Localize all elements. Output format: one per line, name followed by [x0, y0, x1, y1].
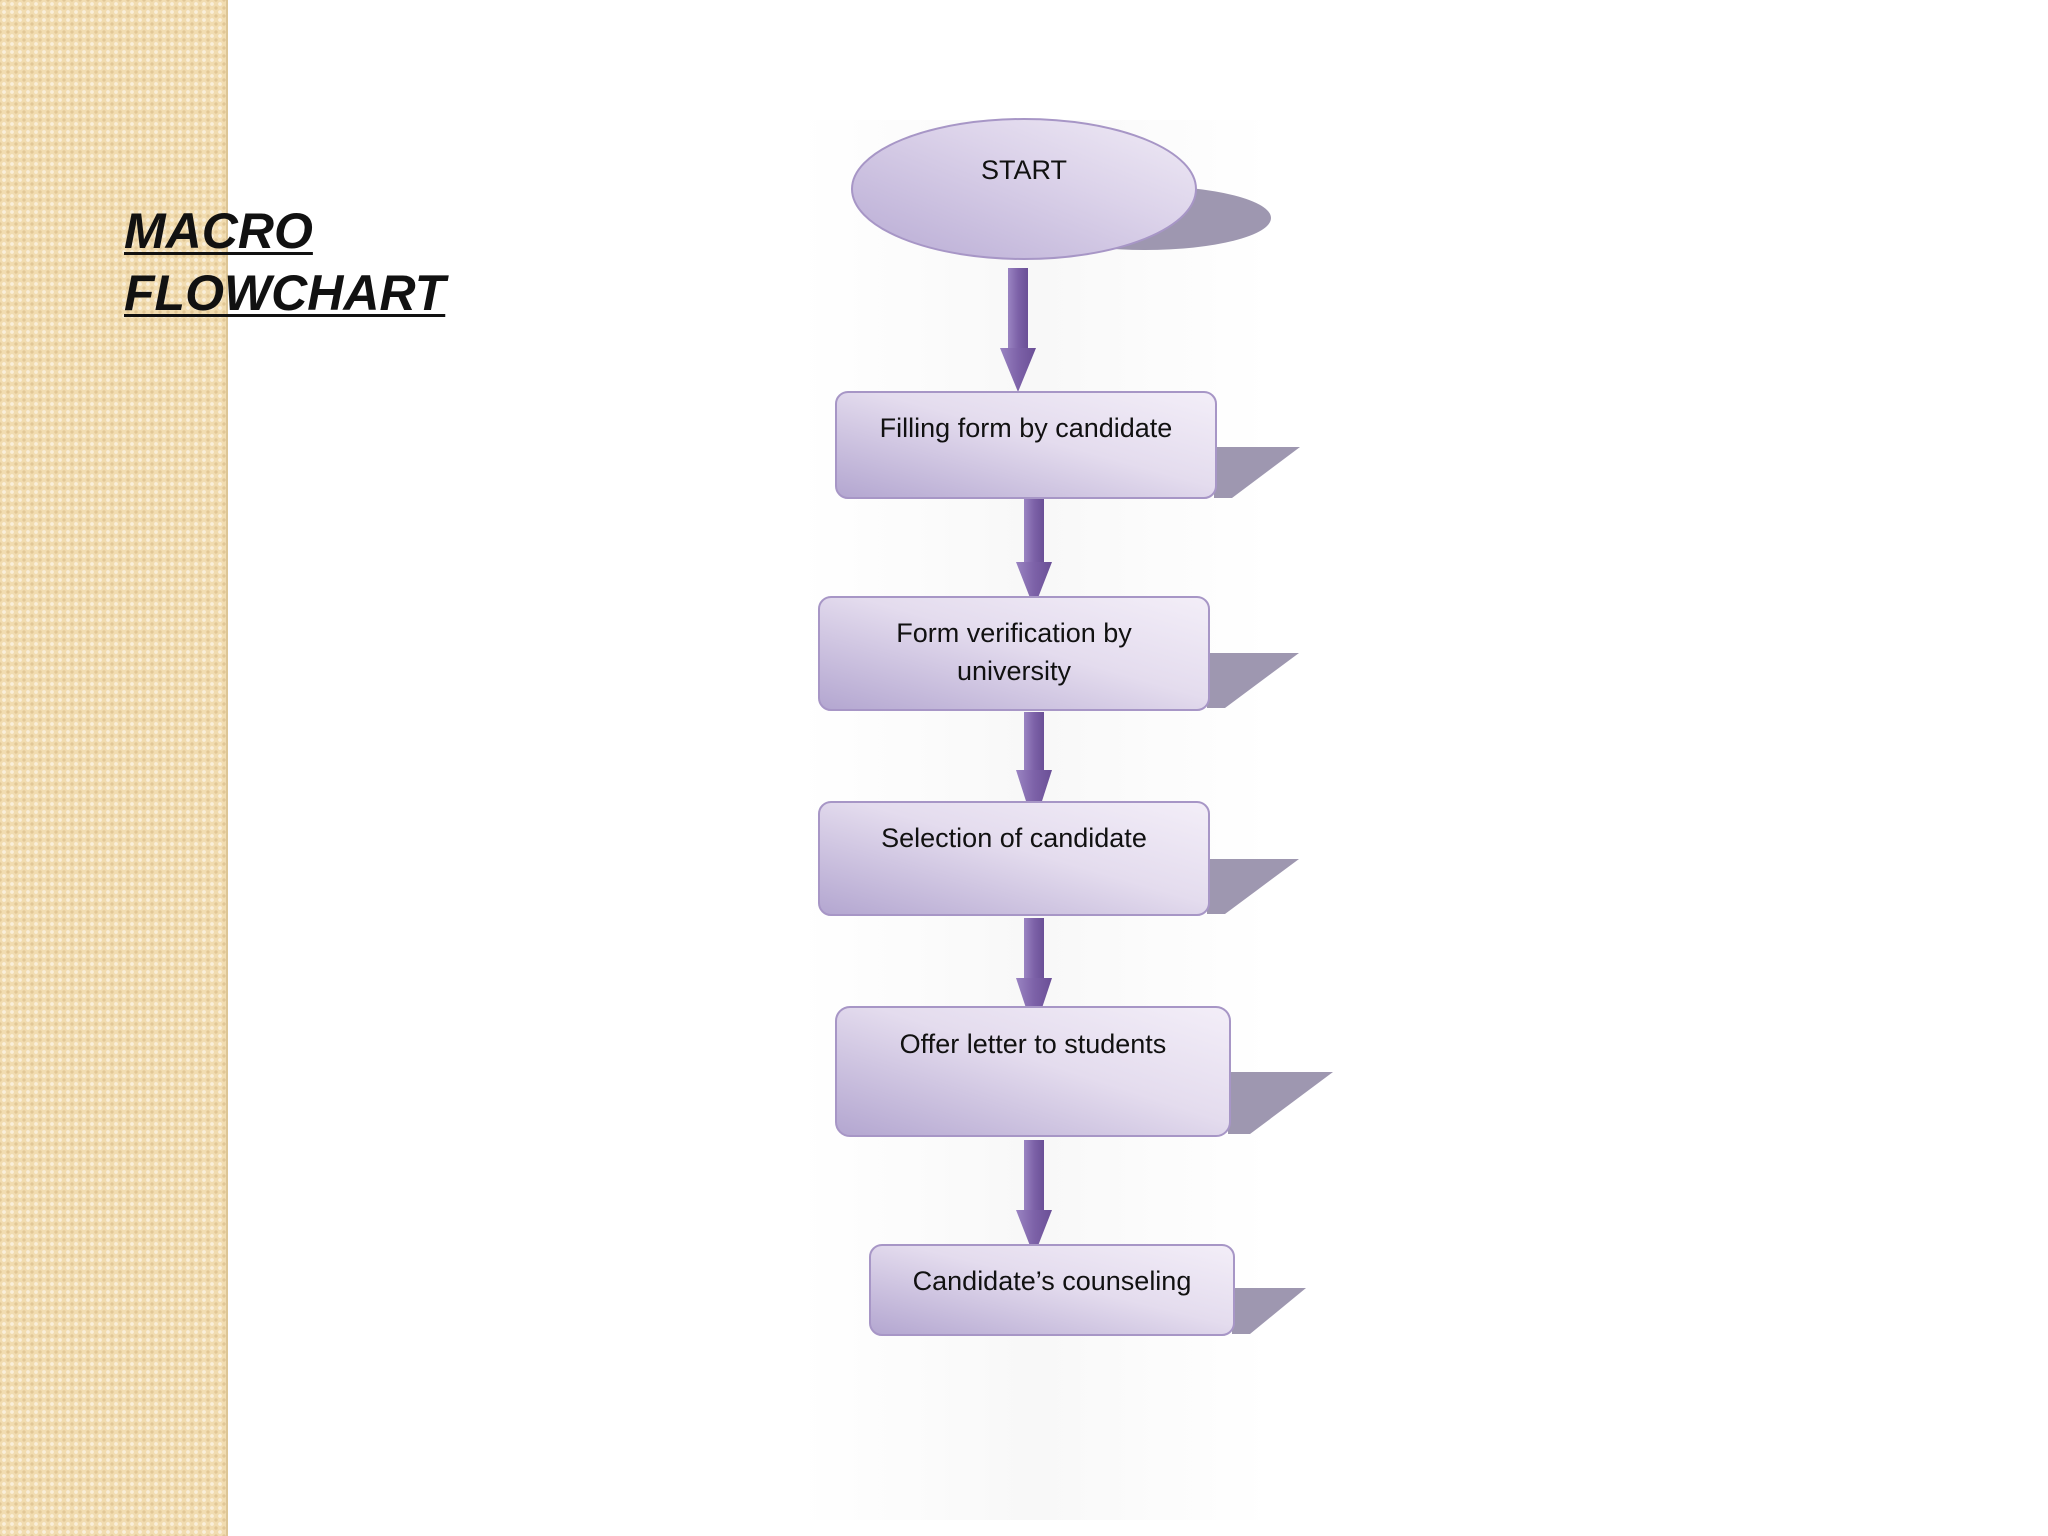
shadow-offer-letter — [1228, 1072, 1333, 1134]
title-line-1: MACRO — [124, 203, 313, 259]
node-counseling: Candidate’s counseling — [869, 1244, 1235, 1336]
node-filling-form-label: Filling form by candidate — [880, 413, 1173, 443]
shadow-form-verification — [1207, 653, 1299, 708]
decorative-side-strip — [0, 0, 228, 1536]
title-line-2: FLOWCHART — [124, 265, 446, 321]
node-form-verification-label-line-2: university — [957, 656, 1072, 686]
arrow-verification-to-selection — [1016, 712, 1052, 826]
node-form-verification-label-line-1: Form verification by — [896, 618, 1132, 648]
arrow-offer-letter-to-counseling — [1016, 1140, 1052, 1256]
shadow-selection — [1207, 859, 1299, 914]
node-selection: Selection of candidate — [818, 801, 1210, 916]
shadow-filling-form — [1214, 447, 1300, 498]
arrow-start-to-filling-form — [1000, 268, 1036, 392]
nodes: START Filling form by candidate Form ver… — [818, 118, 1235, 1336]
arrow-selection-to-offer-letter — [1016, 918, 1052, 1032]
node-form-verification: Form verification by university — [818, 596, 1210, 711]
shadow-counseling — [1232, 1288, 1306, 1334]
node-selection-label: Selection of candidate — [881, 823, 1147, 853]
node-filling-form: Filling form by candidate — [835, 391, 1217, 499]
arrows — [1000, 268, 1052, 1256]
node-start-label: START — [981, 155, 1067, 185]
node-counseling-label: Candidate’s counseling — [913, 1266, 1192, 1296]
page-title: MACRO FLOWCHART — [124, 200, 445, 324]
arrow-filling-form-to-verification — [1016, 490, 1052, 608]
node-offer-letter: Offer letter to students — [835, 1006, 1231, 1137]
node-start: START — [851, 118, 1197, 260]
node-offer-letter-label: Offer letter to students — [900, 1029, 1167, 1059]
